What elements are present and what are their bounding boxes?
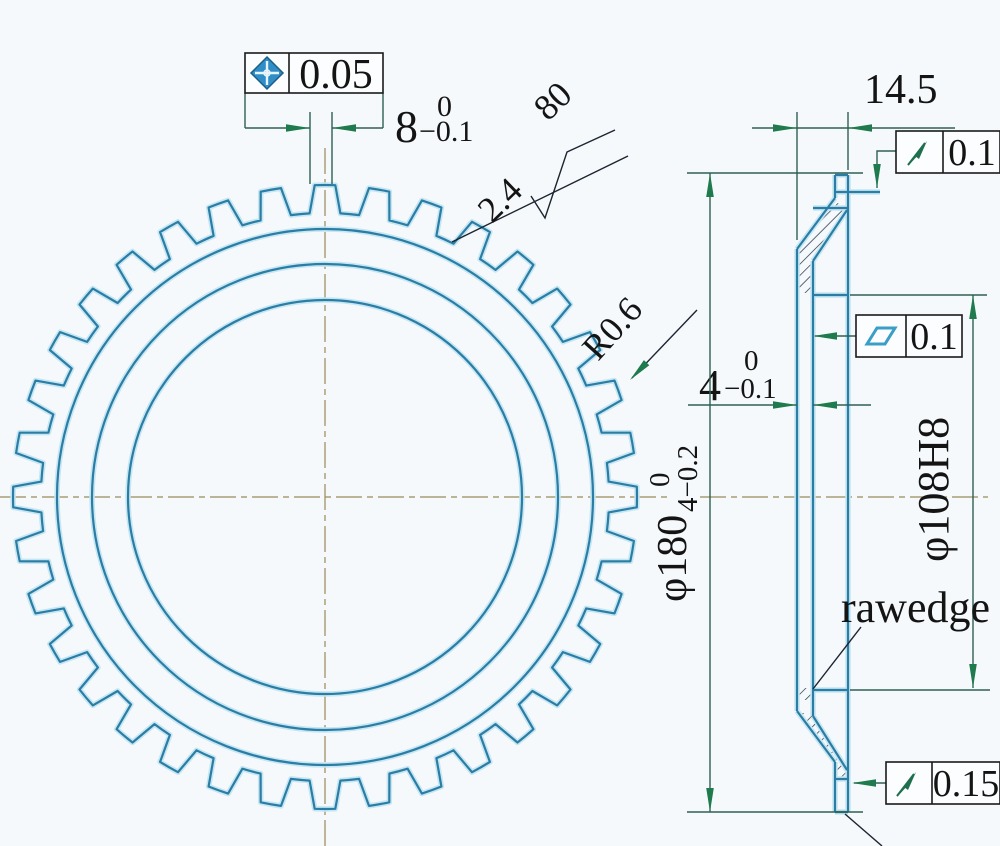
rawedge-label: rawedge [841,583,990,632]
bore-diameter-dimension: φ108H8 [850,294,990,691]
flatness-icon [864,326,898,346]
outer-diameter-upper-tol: 0 [644,473,676,488]
gear-inner-circle [126,298,524,696]
web-thickness-dimension: 4 0 −0.1 [688,345,871,410]
position-tolerance-value: 0.05 [299,52,373,98]
runout-bottom-frame-box [885,761,1000,805]
centerlines [0,148,988,846]
section-view [794,172,880,815]
gear-inner-circle [90,262,560,732]
web-thickness-upper-tol: 0 [744,345,759,377]
rawedge-note: rawedge [812,583,990,846]
hub-width-value: 14.5 [864,67,938,113]
runout-top-value: 0.1 [948,132,996,174]
roughness-icon [530,129,616,220]
position-icon [249,55,285,91]
runout-bottom-value: 0.15 [933,763,1000,805]
runout-top-callout: 0.1 [873,130,1000,188]
tooth-width-nominal: 8 [395,101,418,152]
flatness-value: 0.1 [910,316,958,358]
gear-inner-circle [55,227,595,767]
section-outline [795,173,880,814]
web-thickness-lower-tol: −0.1 [724,373,777,405]
front-view-gear [10,182,640,812]
runout-icon-bottom [896,772,916,797]
surface-finish-callout: 2.4 80 [451,74,629,243]
tooth-width-dimension: 8 0 −0.1 [395,90,473,152]
section-hatch-bottom [797,711,847,779]
tooth-width-lower-tol: −0.1 [419,115,473,148]
outer-diameter-lower-tol: 4−0.2 [672,445,704,512]
root-radius-callout: R0.6 [574,289,698,380]
gear-teeth-outline [11,183,639,811]
hub-width-dimension: 14.5 [752,67,955,240]
runout-icon [907,141,927,166]
flatness-callout: 0.1 [813,314,963,358]
position-tolerance-callout: 0.05 [244,52,384,184]
root-radius-value: R0.6 [574,289,650,367]
runout-top-frame-box [895,130,1000,174]
tooth-width-upper-tol: 0 [437,90,452,123]
bore-diameter-value: φ108H8 [909,417,958,562]
runout-bottom-callout: 0.15 [852,761,1000,805]
surface-finish-angle: 80 [526,74,580,128]
section-hatch-webcap [797,688,813,700]
surface-finish-value: 2.4 [470,170,530,230]
outer-diameter-dimension: φ180 4−0.2 0 [644,172,863,813]
outer-diameter-nominal: φ180 [650,515,696,602]
